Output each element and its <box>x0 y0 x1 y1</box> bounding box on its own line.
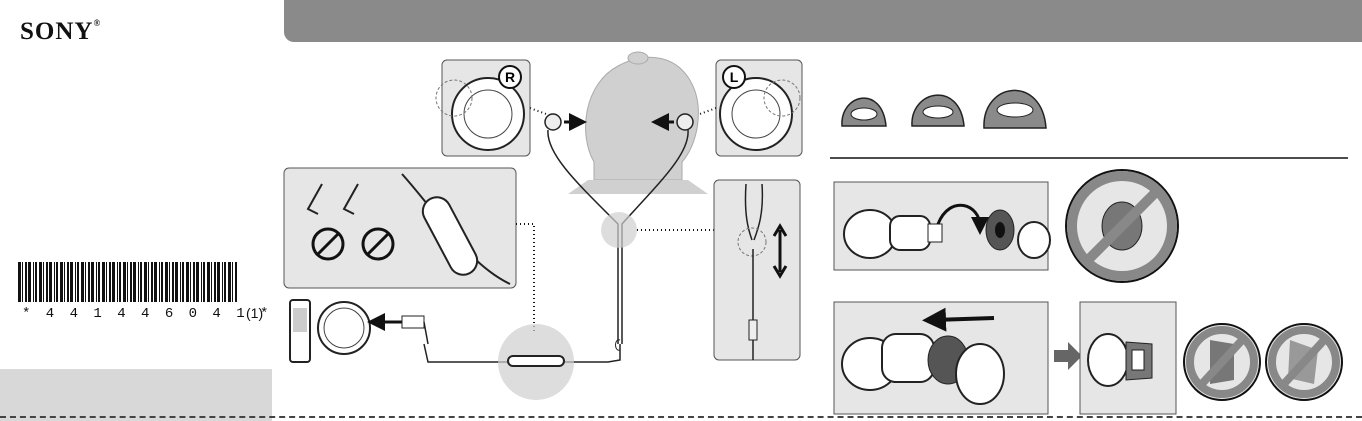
push-tip-panel <box>834 302 1048 414</box>
prohibited-icon <box>1066 170 1178 282</box>
prohibited-icon <box>1266 324 1342 400</box>
footer-grey-box <box>0 369 272 421</box>
l-badge: L <box>723 66 745 88</box>
barcode-digits: * 4 4 1 4 4 6 0 4 1 * <box>22 306 272 322</box>
left-ear-panel: L <box>716 60 802 156</box>
tip-result-panel <box>1080 302 1176 414</box>
cut-line <box>0 416 1362 418</box>
barcode <box>18 262 240 302</box>
r-label: R <box>505 69 515 85</box>
attach-tip-panel <box>834 182 1050 270</box>
tip-medium <box>912 95 964 126</box>
l-label: L <box>730 69 739 85</box>
cable-clip-panel <box>284 168 516 288</box>
right-ear-panel: R <box>436 60 530 156</box>
prohibited-icon <box>1184 324 1260 400</box>
left-earbud <box>677 114 693 130</box>
tip-small <box>842 98 886 126</box>
slider-highlight <box>601 212 637 248</box>
logo-text: SONY <box>20 18 93 45</box>
slider-panel <box>714 180 800 360</box>
barcode-suffix: (1) <box>246 305 263 321</box>
tip-large <box>984 90 1046 128</box>
sony-logo: SONY® <box>20 18 101 46</box>
r-badge: R <box>499 66 521 88</box>
headphone-illustration: R L <box>278 44 812 421</box>
earbud-tips-section <box>830 44 1362 421</box>
header-bar <box>284 0 1362 42</box>
registered-mark: ® <box>93 18 101 28</box>
right-earbud <box>545 114 561 130</box>
player-device <box>290 300 370 362</box>
